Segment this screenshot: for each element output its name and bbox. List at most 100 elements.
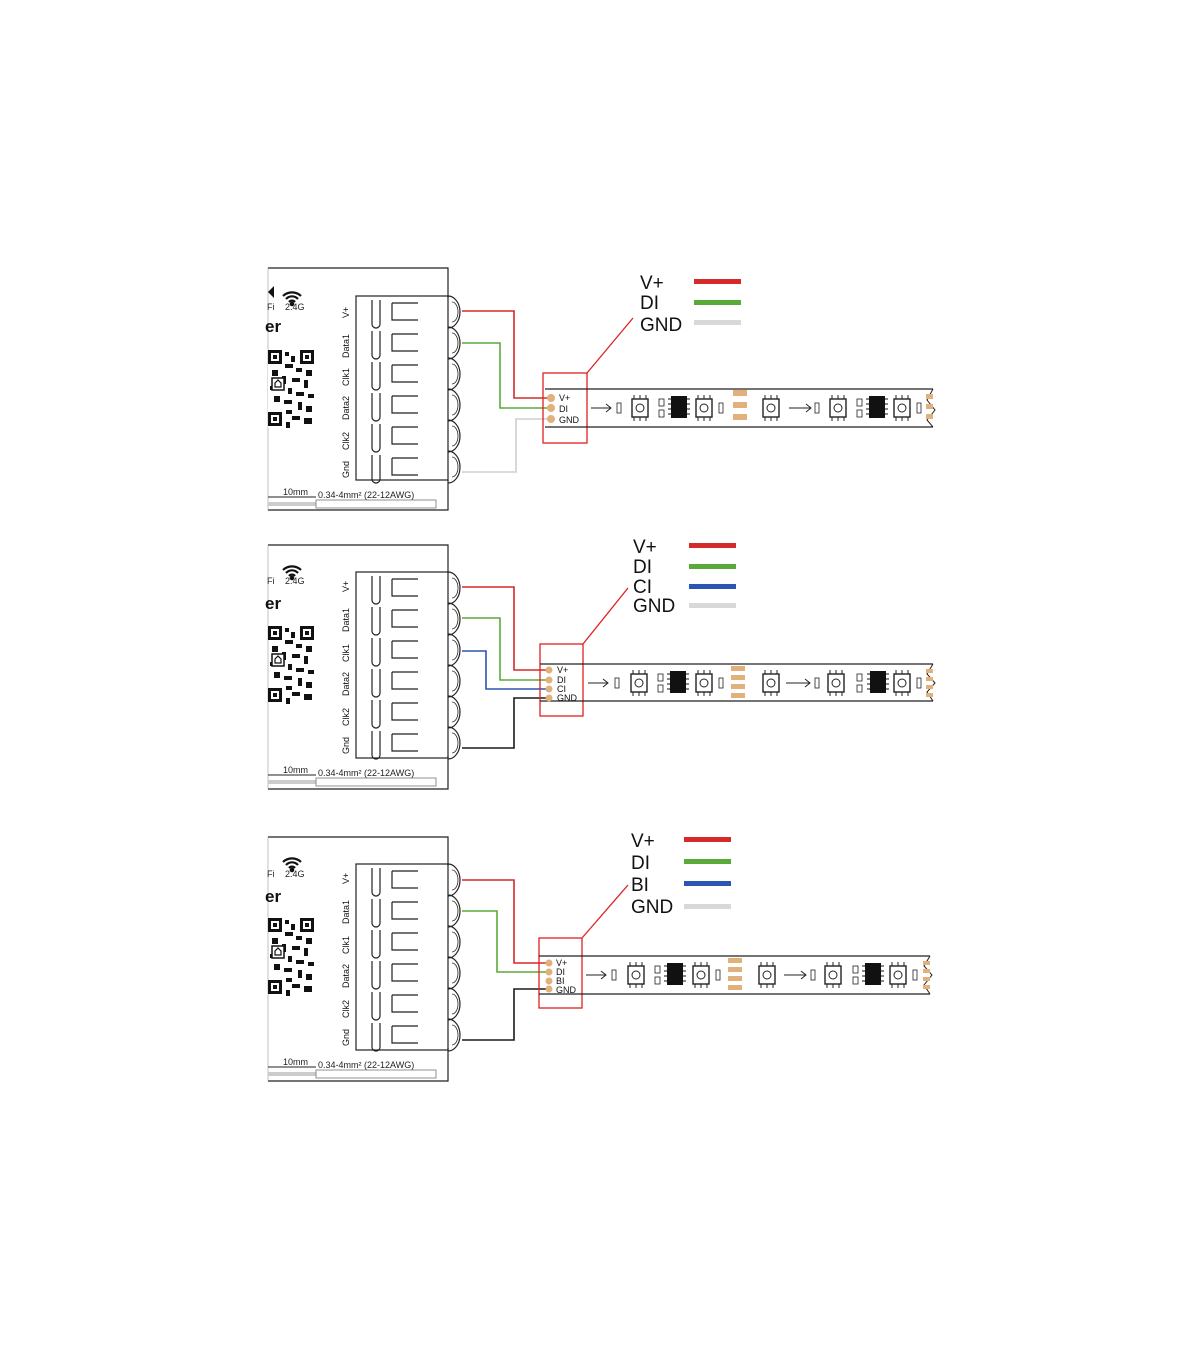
connector-highlight	[538, 937, 583, 1009]
terminal-slot	[371, 357, 461, 391]
connector-highlight	[542, 372, 588, 444]
wire-vplus	[462, 879, 548, 964]
diagram-1: 2.4G Fi er	[265, 267, 936, 511]
controller-2: 2.4G Fi er	[265, 544, 461, 790]
pin-label: GND	[557, 693, 578, 703]
legend-1: V+ DI GND	[640, 273, 741, 336]
qr-code	[268, 626, 314, 704]
legend-label: BI	[631, 875, 649, 896]
terminal-label: Gnd	[341, 737, 351, 754]
callout-line	[582, 587, 629, 645]
legend-label: GND	[633, 596, 675, 617]
solder-pad	[733, 402, 747, 408]
wire-gauge-label: 0.34-4mm² (22-12AWG)	[318, 1060, 414, 1070]
legend-swatch	[684, 859, 731, 864]
controller-name: er	[265, 887, 281, 906]
terminal-label: Data2	[341, 672, 351, 696]
legend-label: GND	[631, 897, 673, 918]
legend-swatch	[689, 603, 736, 608]
terminal-slot	[371, 326, 461, 360]
terminal-label: Clk2	[341, 1000, 351, 1018]
terminal-slot	[371, 388, 461, 422]
legend-3: V+ DI BI GND	[631, 831, 731, 918]
legend-swatch	[684, 881, 731, 886]
terminal-label: Clk2	[341, 432, 351, 450]
band-label: 2.4G	[285, 302, 305, 312]
wifi-fragment-icon	[268, 286, 274, 298]
legend-label: CI	[633, 577, 652, 598]
pin-label: DI	[559, 404, 568, 414]
legend-label: GND	[640, 315, 682, 336]
wire-length-label: 10mm	[283, 1057, 308, 1067]
ic-chip	[866, 396, 888, 418]
wire-length-label: 10mm	[283, 765, 308, 775]
resistor	[856, 409, 863, 418]
led-chip	[631, 395, 649, 421]
terminal-label: Clk1	[341, 368, 351, 386]
terminal-label: V+	[341, 873, 351, 884]
led-strip-3: V+ DI BI GND	[539, 955, 933, 995]
terminal-label: V+	[341, 307, 351, 318]
data-arrow	[789, 403, 812, 413]
terminal-label: Gnd	[341, 1029, 351, 1046]
legend-swatch	[694, 279, 741, 284]
legend-label: DI	[640, 293, 659, 314]
terminal-label: Clk1	[341, 936, 351, 954]
pin-label: V+	[556, 958, 567, 968]
wire-vplus	[462, 586, 548, 671]
terminal-label: Data1	[341, 334, 351, 358]
stripped-wire	[268, 1072, 316, 1076]
led-chip	[829, 395, 847, 421]
connector-highlight	[539, 643, 584, 717]
wire-vplus	[462, 310, 548, 399]
wire-di	[462, 342, 548, 409]
solder-pad	[733, 390, 747, 396]
legend-swatch	[684, 837, 731, 842]
stripped-wire	[268, 502, 316, 506]
terminal-label: Data1	[341, 900, 351, 924]
led-strip-1: V+ DI GND	[545, 388, 936, 428]
resistor	[616, 402, 622, 414]
controller-3: 2.4G Fi er	[265, 836, 461, 1082]
wire-insulation	[315, 499, 437, 509]
terminal-label: Gnd	[341, 461, 351, 478]
resistor	[814, 402, 820, 414]
pin-label: CI	[557, 684, 566, 694]
controller-name: er	[265, 317, 281, 336]
solder-pad	[926, 414, 933, 419]
led-strip-2: V+ DI CI GND	[540, 663, 936, 703]
solder-pad	[926, 404, 933, 409]
resistor	[856, 398, 863, 407]
wire-insulation	[315, 777, 437, 787]
resistor	[658, 398, 665, 407]
callout-line	[586, 317, 634, 374]
band-label: 2.4G	[285, 576, 305, 586]
wifi-fragment-label: Fi	[267, 869, 275, 879]
wire-gauge-label: 0.34-4mm² (22-12AWG)	[318, 490, 414, 500]
solder-pad	[926, 394, 933, 399]
wire-di	[462, 910, 548, 973]
qr-code	[268, 918, 314, 996]
data-arrow	[591, 403, 612, 413]
wires-2	[462, 586, 548, 749]
wires-3	[462, 879, 548, 1041]
led-chip	[893, 395, 911, 421]
solder-pad	[733, 414, 747, 420]
legend-swatch	[694, 320, 741, 325]
legend-label: DI	[631, 853, 650, 874]
wire-insulation	[315, 1069, 437, 1079]
ic-chip	[668, 396, 690, 418]
legend-label: DI	[633, 557, 652, 578]
wifi-icon	[282, 857, 302, 873]
pin-label: DI	[557, 675, 566, 685]
legend-swatch	[694, 300, 741, 305]
callout-line	[581, 884, 629, 939]
terminal-block	[355, 571, 461, 760]
pin-pad	[547, 415, 555, 423]
pin-label: V+	[557, 665, 568, 675]
wires-1	[462, 310, 548, 473]
controller-1: 2.4G Fi er	[265, 267, 461, 511]
wire-ci	[462, 650, 548, 690]
terminal-block	[355, 295, 461, 484]
